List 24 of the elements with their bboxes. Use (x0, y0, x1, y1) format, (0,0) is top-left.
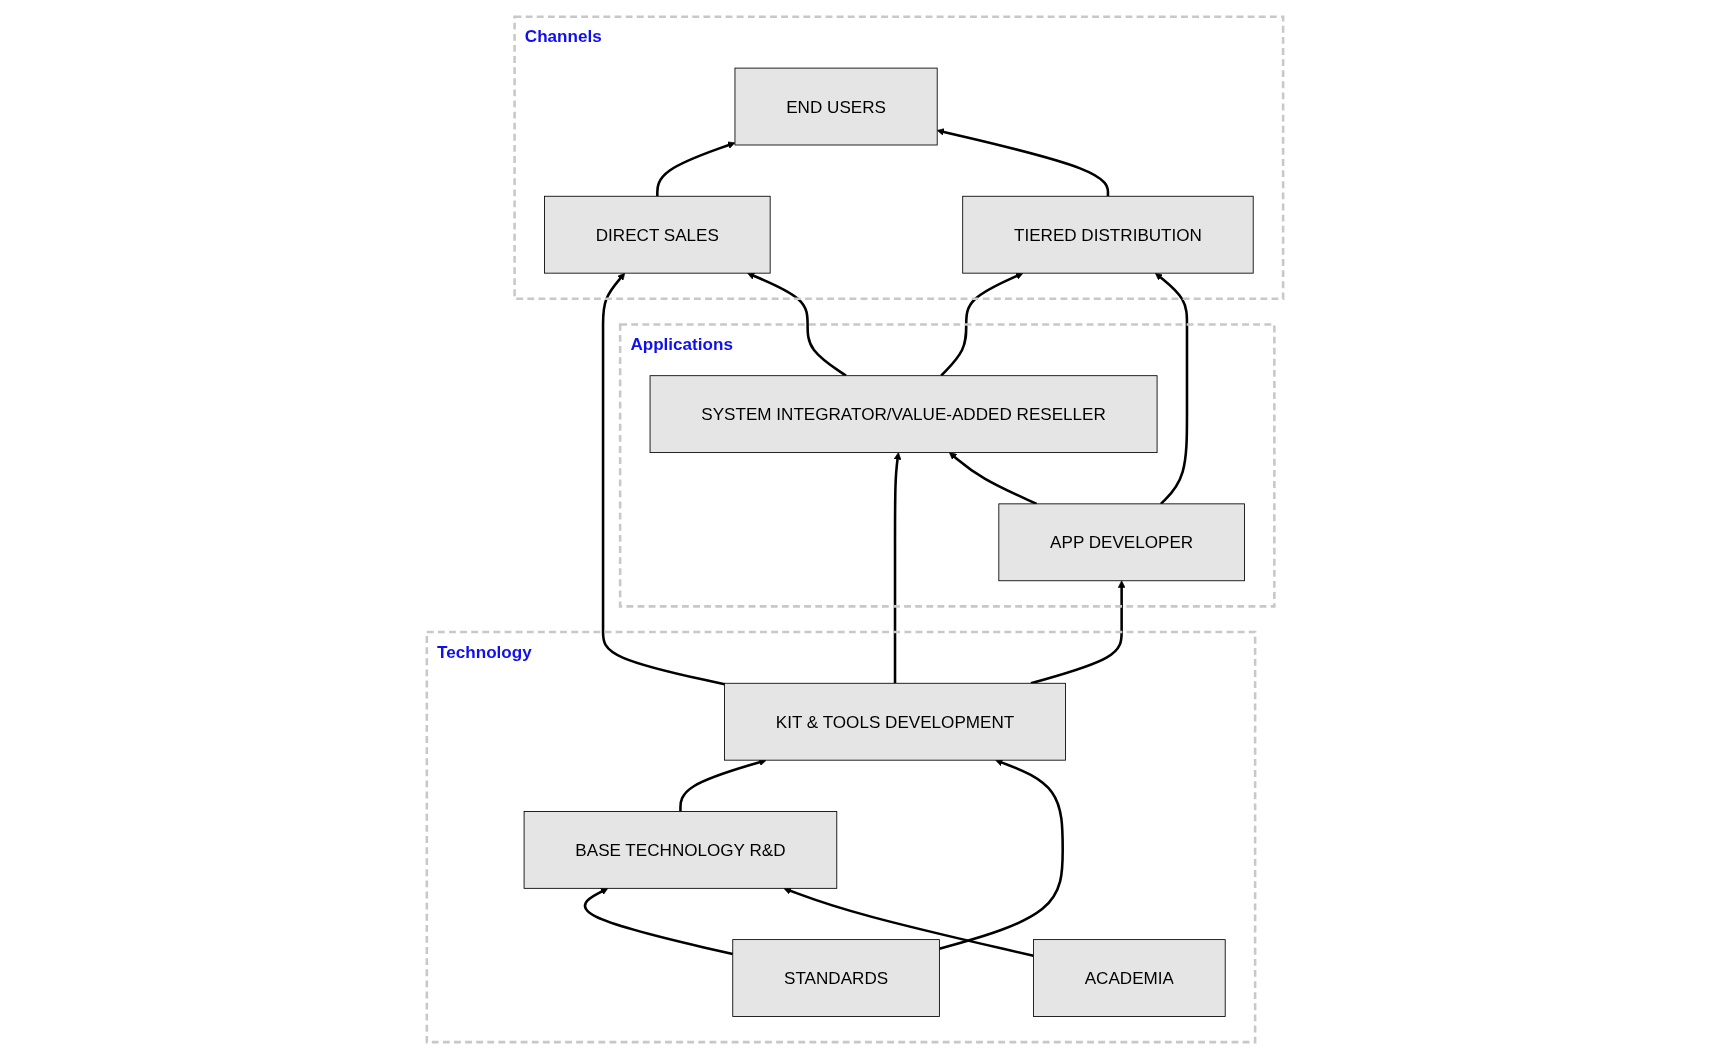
node-box (723, 682, 1066, 761)
node-box (997, 503, 1245, 582)
arrow (601, 272, 725, 686)
arrow (893, 452, 901, 684)
arrow (936, 128, 1109, 197)
arrow (1030, 580, 1125, 685)
node-box (734, 67, 938, 146)
node-box (731, 939, 940, 1017)
node-box (649, 375, 1158, 454)
arrow (782, 887, 1034, 958)
node-box (1032, 939, 1226, 1017)
arrow (938, 759, 1064, 951)
node-box (961, 195, 1254, 274)
arrow (583, 888, 733, 956)
arrow (655, 141, 735, 197)
arrow (1154, 272, 1188, 505)
cluster (512, 15, 1284, 301)
arrow (746, 272, 847, 377)
node-box (543, 195, 771, 274)
arrow (939, 272, 1023, 377)
cluster (425, 630, 1256, 1044)
flowchart-diagram: Technology Applications Channels END USERS DIRECT SALES TIERED DISTRIBUTION SYSTEM INTEGRATOR/VALUE-ADDED RESELLER APP DEVELOPER KIT & TOOLS DEVELOPMENT BASE TECHNOLOGY R&D STANDARDS ACADEMIA (419, 10, 1290, 1049)
node-box (523, 811, 837, 889)
cluster (618, 323, 1276, 608)
